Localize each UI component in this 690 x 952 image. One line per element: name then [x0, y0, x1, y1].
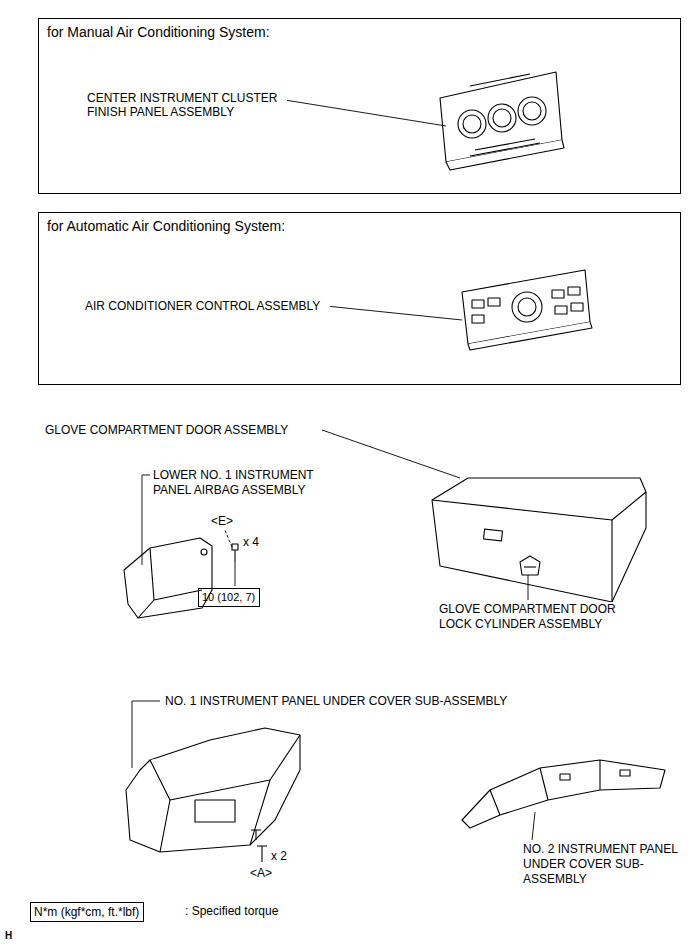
condition-box: for Manual Air Conditioning System: CENTE… [38, 18, 681, 194]
callout-letter: <E> [210, 514, 234, 529]
under-cover-2 [462, 760, 665, 828]
quantity: x 4 [242, 535, 260, 550]
torque-value: 10 (102, 7) [202, 591, 255, 604]
part-label: AIR CONDITIONER CONTROL ASSEMBLY [85, 299, 330, 313]
part-label: NO. 1 INSTRUMENT PANEL UNDER COVER SUB-A… [164, 694, 508, 709]
part-label: GLOVE COMPARTMENT DOOR LOCK CYLINDER ASS… [438, 602, 640, 632]
legend-text: : Specified torque [184, 904, 279, 919]
glove-door [432, 478, 646, 602]
condition-box: for Automatic Air Conditioning System: AI… [38, 212, 681, 385]
airbag-panel [124, 538, 238, 618]
part-label: LOWER NO. 1 INSTRUMENT PANEL AIRBAG ASSE… [152, 468, 324, 498]
part-label: CENTER INSTRUMENT CLUSTER FINISH PANEL A… [87, 91, 287, 120]
torque-unit: N*m (kgf*cm, ft.*lbf) [34, 905, 139, 919]
torque-unit-box: N*m (kgf*cm, ft.*lbf) [30, 902, 144, 922]
ac-control [462, 270, 592, 350]
part-label: GLOVE COMPARTMENT DOOR ASSEMBLY [44, 423, 289, 438]
under-cover-1 [126, 728, 300, 862]
leader-lines [132, 100, 535, 840]
quantity: x 2 [270, 849, 288, 864]
torque-box: 10 (102, 7) [198, 588, 260, 607]
part-label: NO. 2 INSTRUMENT PANEL UNDER COVER SUB-A… [522, 842, 689, 887]
finish-panel [440, 72, 564, 170]
condition-heading: for Automatic Air Conditioning System: [47, 218, 547, 235]
condition-heading: for Manual Air Conditioning System: [47, 24, 547, 41]
callout-letter: <A> [249, 866, 273, 881]
figure-code: H [4, 930, 13, 943]
